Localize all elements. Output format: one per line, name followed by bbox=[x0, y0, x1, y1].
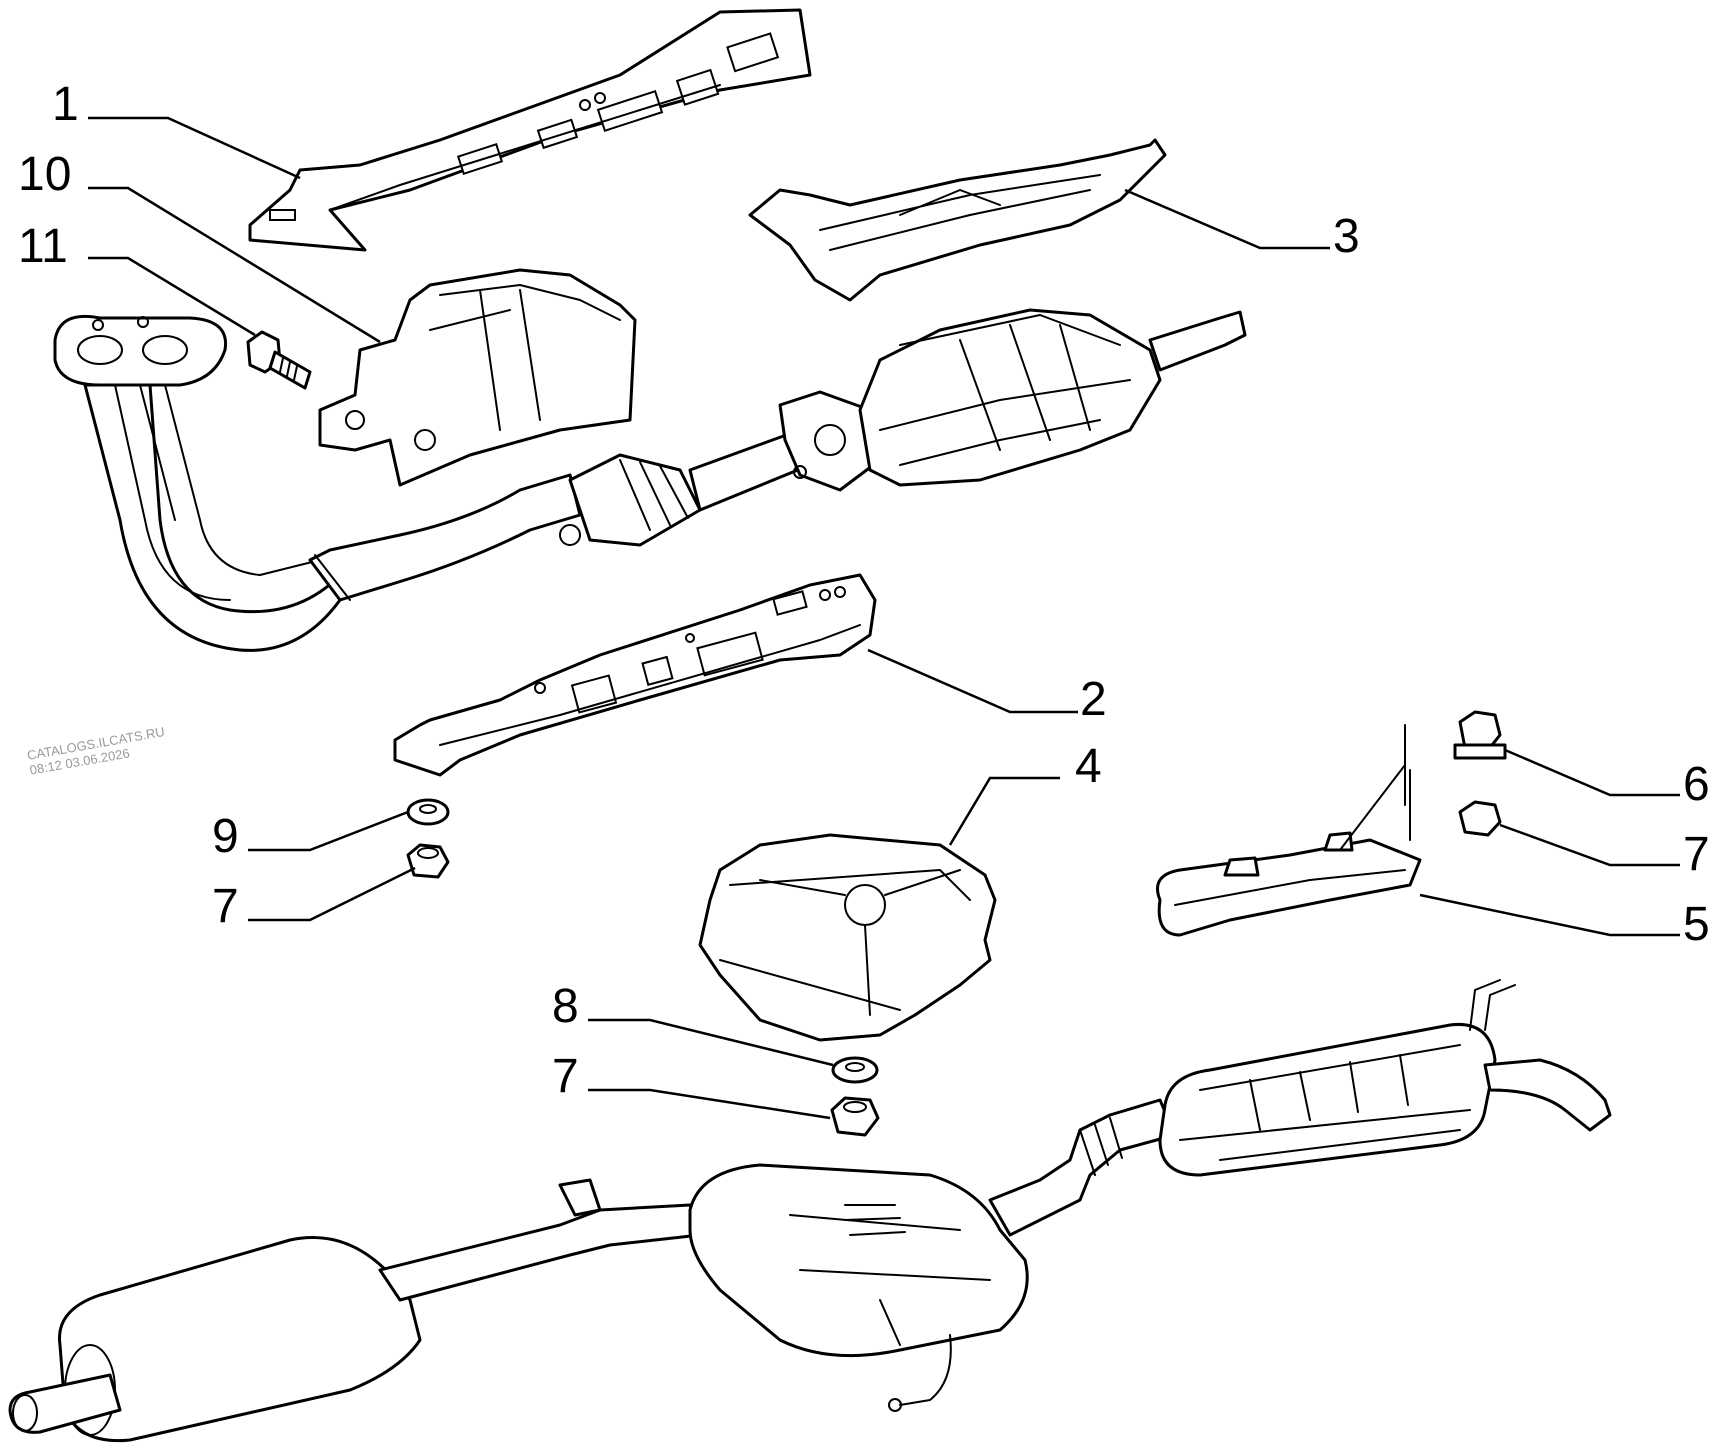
callout-9: 9 bbox=[212, 810, 239, 863]
leader-7-center bbox=[588, 1088, 831, 1120]
callout-7-left: 7 bbox=[212, 880, 239, 933]
leader-3 bbox=[1124, 188, 1330, 250]
part-11-bolt[interactable] bbox=[246, 330, 312, 390]
leader-7-left bbox=[248, 866, 416, 922]
leader-4 bbox=[948, 776, 1060, 846]
leader-7-right bbox=[1499, 823, 1680, 867]
leader-8 bbox=[588, 1018, 834, 1067]
part-7-nut-center[interactable] bbox=[830, 1096, 880, 1137]
part-5-exhaust-strap[interactable] bbox=[1156, 724, 1422, 937]
part-6-bolt[interactable] bbox=[1453, 710, 1507, 760]
part-3-right-heat-shield[interactable] bbox=[748, 138, 1167, 302]
callout-numbers: 1 10 11 3 2 4 6 7 5 9 7 8 7 bbox=[18, 78, 1710, 1103]
callout-3: 3 bbox=[1333, 210, 1360, 263]
callout-10: 10 bbox=[18, 148, 71, 201]
callout-1: 1 bbox=[52, 78, 79, 131]
callout-4: 4 bbox=[1075, 740, 1102, 793]
part-1-upper-heat-shield[interactable] bbox=[248, 8, 812, 252]
part-2-lower-heat-shield[interactable] bbox=[393, 573, 877, 777]
callout-7-center: 7 bbox=[552, 1050, 579, 1103]
rear-exhaust-and-silencers[interactable] bbox=[8, 979, 1612, 1443]
part-7-nut-right[interactable] bbox=[1458, 800, 1502, 837]
exhaust-manifold-and-catalyst[interactable] bbox=[53, 308, 1247, 652]
callout-5: 5 bbox=[1683, 898, 1710, 951]
part-10-manifold-heat-shield[interactable] bbox=[318, 268, 637, 487]
leader-2 bbox=[867, 648, 1078, 714]
leader-lines bbox=[88, 116, 1680, 1120]
part-9-washer[interactable] bbox=[406, 798, 450, 826]
leader-11 bbox=[88, 256, 256, 337]
leader-10 bbox=[88, 186, 381, 344]
leader-1 bbox=[88, 116, 301, 180]
part-4-heat-shield-plate[interactable] bbox=[698, 833, 997, 1042]
callout-11: 11 bbox=[18, 220, 68, 273]
callout-2: 2 bbox=[1080, 673, 1107, 726]
watermark: CATALOGS.ILCATS.RU 08:12 03.06.2026 bbox=[26, 724, 166, 778]
part-8-washer[interactable] bbox=[831, 1056, 879, 1084]
leader-5 bbox=[1419, 893, 1680, 937]
callout-6: 6 bbox=[1683, 758, 1710, 811]
part-7-nut-left[interactable] bbox=[406, 843, 450, 879]
leader-9 bbox=[248, 810, 409, 852]
callout-8: 8 bbox=[552, 980, 579, 1033]
leader-6 bbox=[1504, 748, 1680, 797]
callout-7-right: 7 bbox=[1683, 828, 1710, 881]
